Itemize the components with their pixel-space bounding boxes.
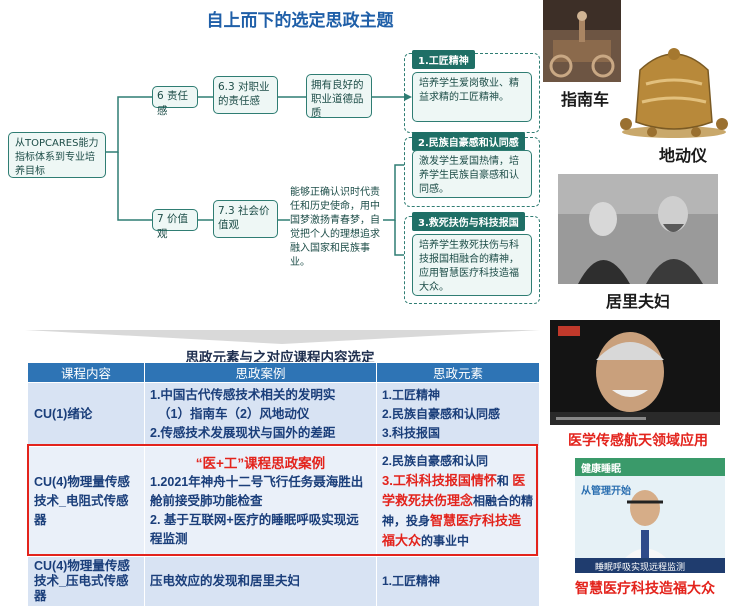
row2-element-red: 智慧医疗科技造福大众 bbox=[382, 513, 522, 548]
compass-cart-caption: 指南车 bbox=[560, 90, 609, 109]
row3-case: 压电效应的发现和居里夫妇 bbox=[144, 556, 377, 607]
scientist-portrait-icon bbox=[550, 320, 720, 425]
tv-top-label: 健康睡眠 bbox=[581, 464, 621, 475]
row2-element-line: 2.民族自豪感和认同 bbox=[382, 454, 489, 468]
row2-element: 2.民族自豪感和认同 3.工科科技报国情怀和 医学救死扶伤理念相融合的精神，投身… bbox=[376, 446, 540, 557]
root-box: 从TOPCARES能力指标体系到专业培养目标 bbox=[8, 132, 106, 178]
page-title: 自上而下的选定思政主题 bbox=[206, 11, 394, 31]
theme3-text: 培养学生救死扶伤与科技报国相融合的精神，应用智慧医疗科技造福大众。 bbox=[412, 234, 532, 296]
row1-case-line: （1）指南车（2）风地动仪 bbox=[158, 407, 310, 421]
header-case: 思政案例 bbox=[144, 362, 377, 383]
header-element: 思政元素 bbox=[376, 362, 540, 383]
row2-element-red: 医学救死扶伤理念 bbox=[382, 473, 526, 508]
row2-element-text: 相融合的精神，投身 bbox=[382, 494, 534, 528]
row1-element-line: 3.科技报国 bbox=[382, 426, 441, 440]
course-content-table: 课程内容 思政案例 思政元素 CU(1)绪论 1.中国古代传感技术相关的发明实 … bbox=[27, 362, 540, 607]
theme3-badge: 3.救死扶伤与科技报国 bbox=[412, 212, 525, 231]
aerospace-caption: 医学传感航天领域应用 bbox=[568, 433, 708, 449]
row2-case-line: 1.2021年神舟十二号飞行任务聂海胜出舱前接受肺功能检查 bbox=[150, 475, 364, 508]
row2-element-rich: 3.工科科技报国情怀和 医学救死扶伤理念相融合的精神，投身智慧医疗科技造福大众的… bbox=[382, 471, 534, 551]
values-box: 7 价值观 bbox=[152, 209, 198, 240]
row2-content: CU(4)物理量传感技术_电阻式传感器 bbox=[27, 446, 145, 557]
row1-element-line: 1.工匠精神 bbox=[382, 388, 441, 402]
theme1-badge: 1.工匠精神 bbox=[412, 50, 475, 69]
row2-element-text: 的事业中 bbox=[421, 534, 470, 548]
row1-case-line: 2.传感技术发展现状与国外的差距 bbox=[150, 426, 336, 440]
compass-cart-icon bbox=[543, 0, 621, 82]
curies-caption: 居里夫妇 bbox=[605, 292, 670, 311]
row2-case-heading: “医+工”课程思政案例 bbox=[195, 456, 326, 471]
responsibility-box: 6 责任感 bbox=[152, 86, 198, 117]
row1-element-line: 2.民族自豪感和认同感 bbox=[382, 407, 501, 421]
row3-content: CU(4)物理量传感技术_压电式传感器 bbox=[27, 556, 145, 607]
tv-bottom-caption: 睡眠呼吸实现远程监测 bbox=[595, 563, 686, 573]
row2-element-red: 3.工科科技报国情怀 bbox=[382, 473, 497, 488]
row1-content: CU(1)绪论 bbox=[27, 382, 145, 447]
theme2-text: 激发学生爱国热情，培养学生民族自豪感和认同感。 bbox=[412, 150, 532, 198]
theme2-badge: 2.民族自豪感和认同感 bbox=[412, 132, 525, 151]
seismograph-caption: 地动仪 bbox=[658, 146, 707, 165]
curies-portrait-icon bbox=[558, 174, 718, 284]
row1-case-line: 1.中国古代传感技术相关的发明实 bbox=[150, 388, 336, 402]
theme1-text: 培养学生爱岗敬业、精益求精的工匠精神。 bbox=[412, 72, 532, 122]
career-responsibility-box: 6.3 对职业的责任感 bbox=[213, 76, 278, 114]
smart-medical-video[interactable]: 健康睡眠 从管理开始 睡眠呼吸实现远程监测 bbox=[575, 458, 725, 573]
curies-photo bbox=[558, 174, 718, 284]
table-row: CU(4)物理量传感技术_电阻式传感器 “医+工”课程思政案例 1.2021年神… bbox=[27, 446, 540, 557]
table-row: CU(4)物理量传感技术_压电式传感器 压电效应的发现和居里夫妇 1.工匠精神 bbox=[27, 556, 540, 607]
social-values-description: 能够正确认识时代责任和历史使命，用中国梦激扬青春梦，自觉把个人的理想追求融入国家… bbox=[290, 187, 380, 268]
row2-case: “医+工”课程思政案例 1.2021年神舟十二号飞行任务聂海胜出舱前接受肺功能检… bbox=[144, 446, 377, 557]
row2-case-line: 2. 基于互联网+医疗的睡眠呼吸实现远程监测 bbox=[150, 513, 359, 546]
smart-medical-caption: 智慧医疗科技造福大众 bbox=[575, 581, 715, 597]
row2-element-text: 和 bbox=[496, 474, 509, 488]
aerospace-video[interactable] bbox=[550, 320, 720, 425]
compass-cart-photo bbox=[543, 0, 621, 82]
doctor-interview-icon bbox=[575, 458, 725, 573]
table-row: CU(1)绪论 1.中国古代传感技术相关的发明实 （1）指南车（2）风地动仪 2… bbox=[27, 382, 540, 447]
professional-ethics-box: 拥有良好的职业道德品质 bbox=[306, 74, 372, 119]
header-course-content: 课程内容 bbox=[27, 362, 145, 383]
social-values-box: 7.3 社会价值观 bbox=[213, 200, 278, 238]
row3-element: 1.工匠精神 bbox=[376, 556, 540, 607]
seismograph-icon bbox=[620, 48, 728, 138]
table-header-row: 课程内容 思政案例 思政元素 bbox=[27, 362, 540, 383]
tv-line2: 从管理开始 bbox=[581, 486, 631, 497]
row1-case: 1.中国古代传感技术相关的发明实 （1）指南车（2）风地动仪 2.传感技术发展现… bbox=[144, 382, 377, 447]
row1-element: 1.工匠精神 2.民族自豪感和认同感 3.科技报国 bbox=[376, 382, 540, 447]
divider-arrow bbox=[25, 330, 540, 344]
